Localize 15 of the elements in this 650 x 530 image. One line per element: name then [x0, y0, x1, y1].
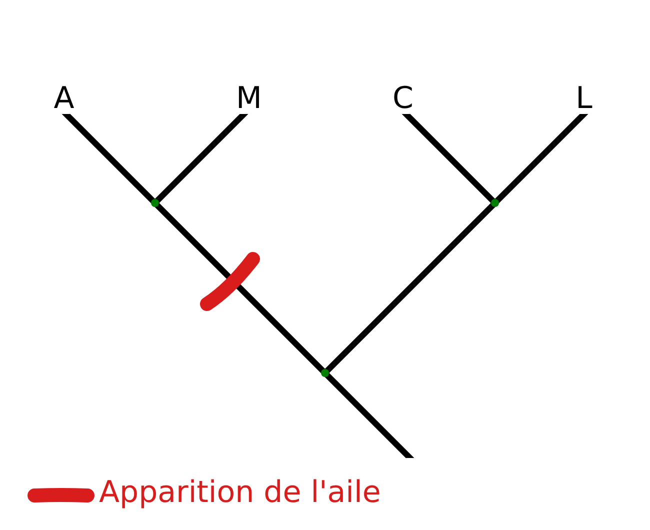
- taxon-label: C: [392, 84, 414, 114]
- legend-label: Apparition de l'aile: [99, 478, 381, 508]
- branch-line: [494, 114, 587, 204]
- branch-point-dot: [321, 369, 329, 377]
- branch-line: [63, 114, 156, 204]
- branch-point-dot: [491, 199, 499, 207]
- branch-line: [154, 202, 326, 374]
- branch-line: [324, 202, 496, 374]
- taxon-label: M: [236, 84, 262, 114]
- branch-line: [403, 114, 496, 204]
- branch-point-dot: [151, 199, 159, 207]
- taxon-label: A: [54, 84, 74, 114]
- branch-line: [324, 372, 413, 458]
- taxon-label: L: [576, 84, 592, 114]
- branch-line: [154, 114, 247, 204]
